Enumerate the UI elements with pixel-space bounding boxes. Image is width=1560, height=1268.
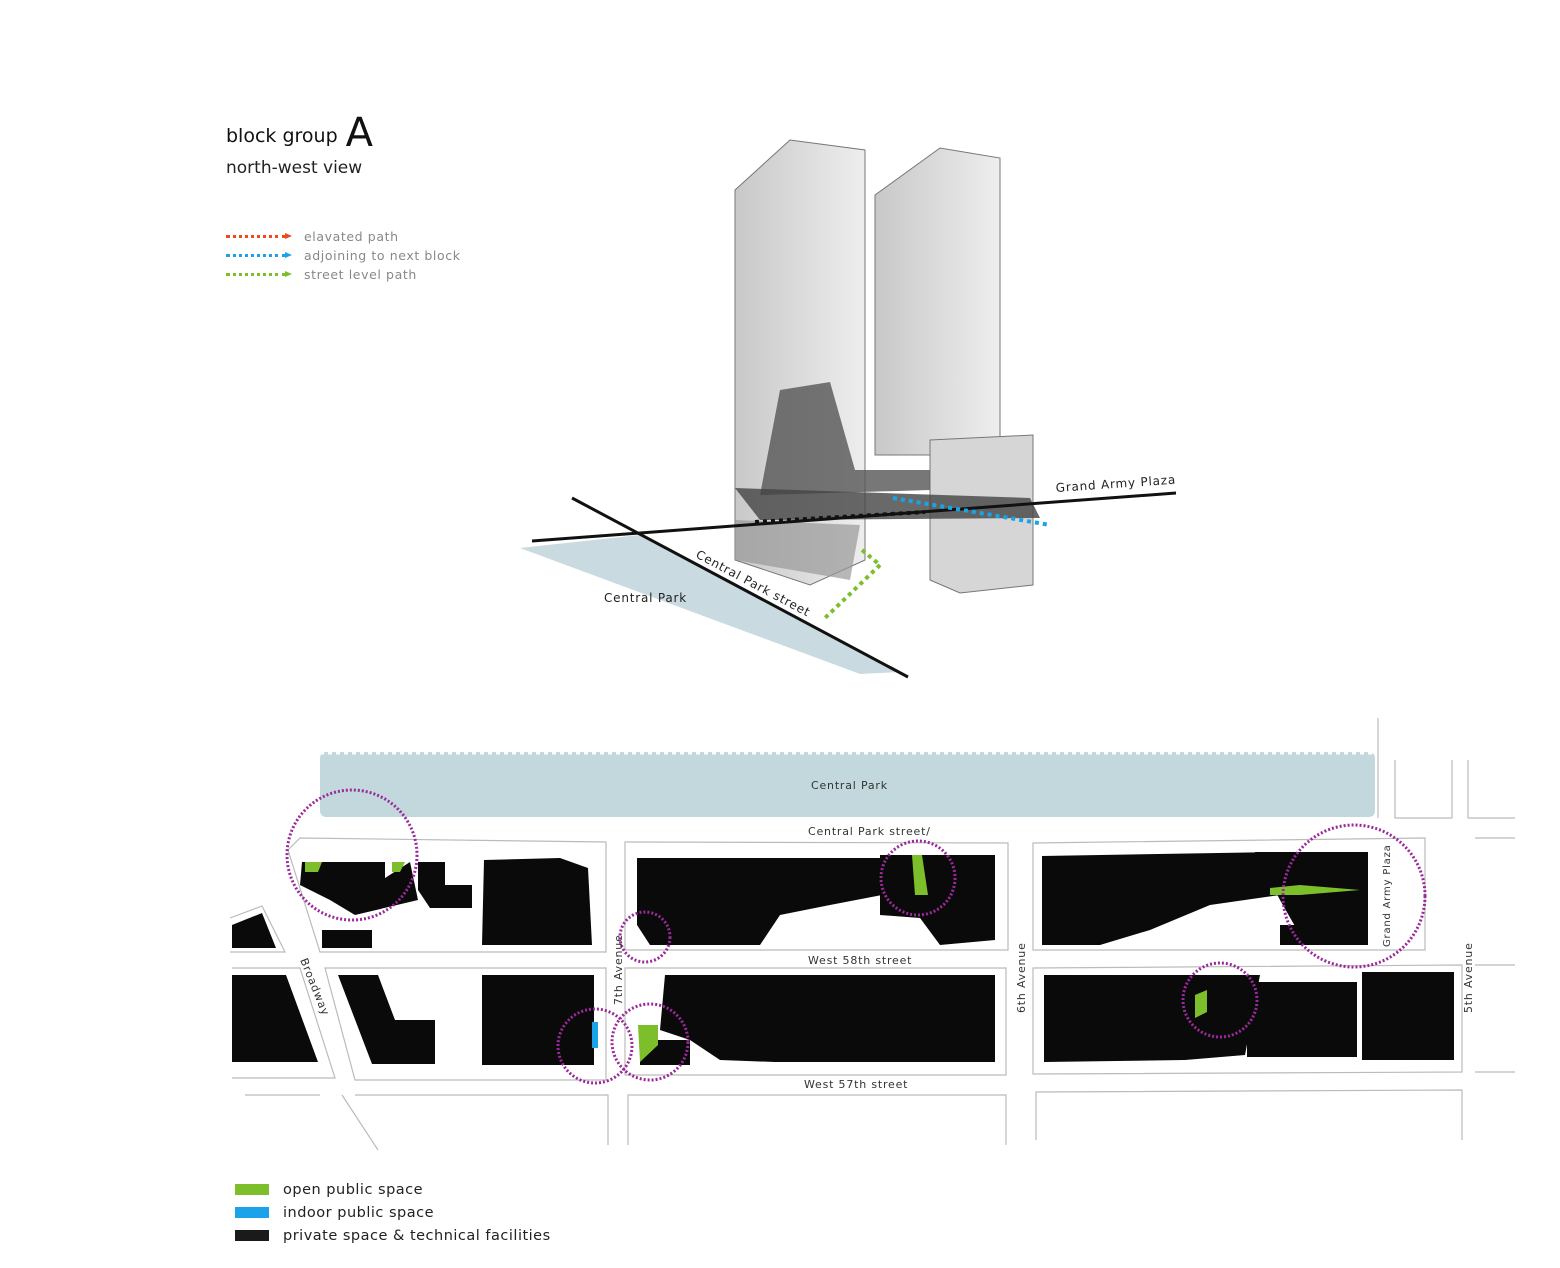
map-label-grand-army-plaza: Grand Army Plaza (1382, 844, 1393, 947)
label-grand-army-plaza: Grand Army Plaza (1055, 473, 1176, 495)
blue-dotted-arrow-icon (226, 252, 292, 258)
legend-label: elavated path (304, 229, 399, 244)
highlight-circles (285, 788, 1427, 1085)
green-swatch-icon (235, 1184, 269, 1195)
central-park-plane (520, 535, 900, 674)
legend-street-level: street level path (226, 265, 461, 284)
label-central-park: Central Park (604, 591, 687, 605)
map-label-5th-avenue: 5th Avenue (1462, 942, 1475, 1013)
legend-label: indoor public space (283, 1204, 435, 1221)
map-label-west-58th: West 58th street (808, 954, 912, 967)
legend-label: adjoining to next block (304, 248, 461, 263)
map-label-7th-avenue: 7th Avenue (612, 934, 625, 1005)
private-building-footprints (232, 852, 1454, 1065)
map-label-central-park: Central Park (811, 779, 888, 792)
map-label-central-park-street: Central Park street/ (808, 825, 931, 838)
green-dotted-arrow-icon (226, 271, 292, 277)
title-letter: A (345, 110, 374, 156)
legend-open-public: open public space (235, 1178, 551, 1201)
central-park-street-line (571, 496, 909, 679)
tower-right (874, 147, 1001, 456)
axonometric-view: Grand Army Plaza Central Park street Cen… (520, 139, 1176, 679)
diagram-title: block group A (226, 110, 373, 156)
map-label-west-57th: West 57th street (804, 1078, 908, 1091)
legend-label: street level path (304, 267, 417, 282)
legend-indoor-public: indoor public space (235, 1201, 551, 1224)
podium-base (735, 520, 860, 580)
legend-adjoining: adjoining to next block (226, 246, 461, 265)
space-legend: open public space indoor public space pr… (235, 1178, 551, 1247)
legend-label: open public space (283, 1181, 424, 1198)
canopy-structure (760, 382, 930, 495)
orange-dotted-arrow-icon (226, 233, 292, 239)
street-path-arrow-2 (860, 548, 882, 567)
open-public-spaces (305, 855, 1360, 1062)
central-park-area (320, 752, 1375, 817)
adjoining-path-arrow (892, 496, 1051, 527)
legend-elevated-path: elavated path (226, 227, 461, 246)
path-legend: elavated path adjoining to next block st… (226, 227, 461, 284)
title-text: block group (226, 125, 338, 147)
indoor-public-space (592, 1022, 598, 1048)
blue-swatch-icon (235, 1207, 269, 1218)
legend-private: private space & technical facilities (235, 1224, 551, 1247)
map-label-broadway: Broadway (297, 956, 332, 1017)
map-label-6th-avenue: 6th Avenue (1015, 942, 1028, 1013)
legend-label: private space & technical facilities (283, 1227, 551, 1244)
site-plan: Central Park Central Park street/ West 5… (229, 718, 1515, 1151)
black-swatch-icon (235, 1230, 269, 1241)
street-outlines (229, 718, 1515, 1151)
diagram-subtitle: north-west view (226, 158, 363, 178)
